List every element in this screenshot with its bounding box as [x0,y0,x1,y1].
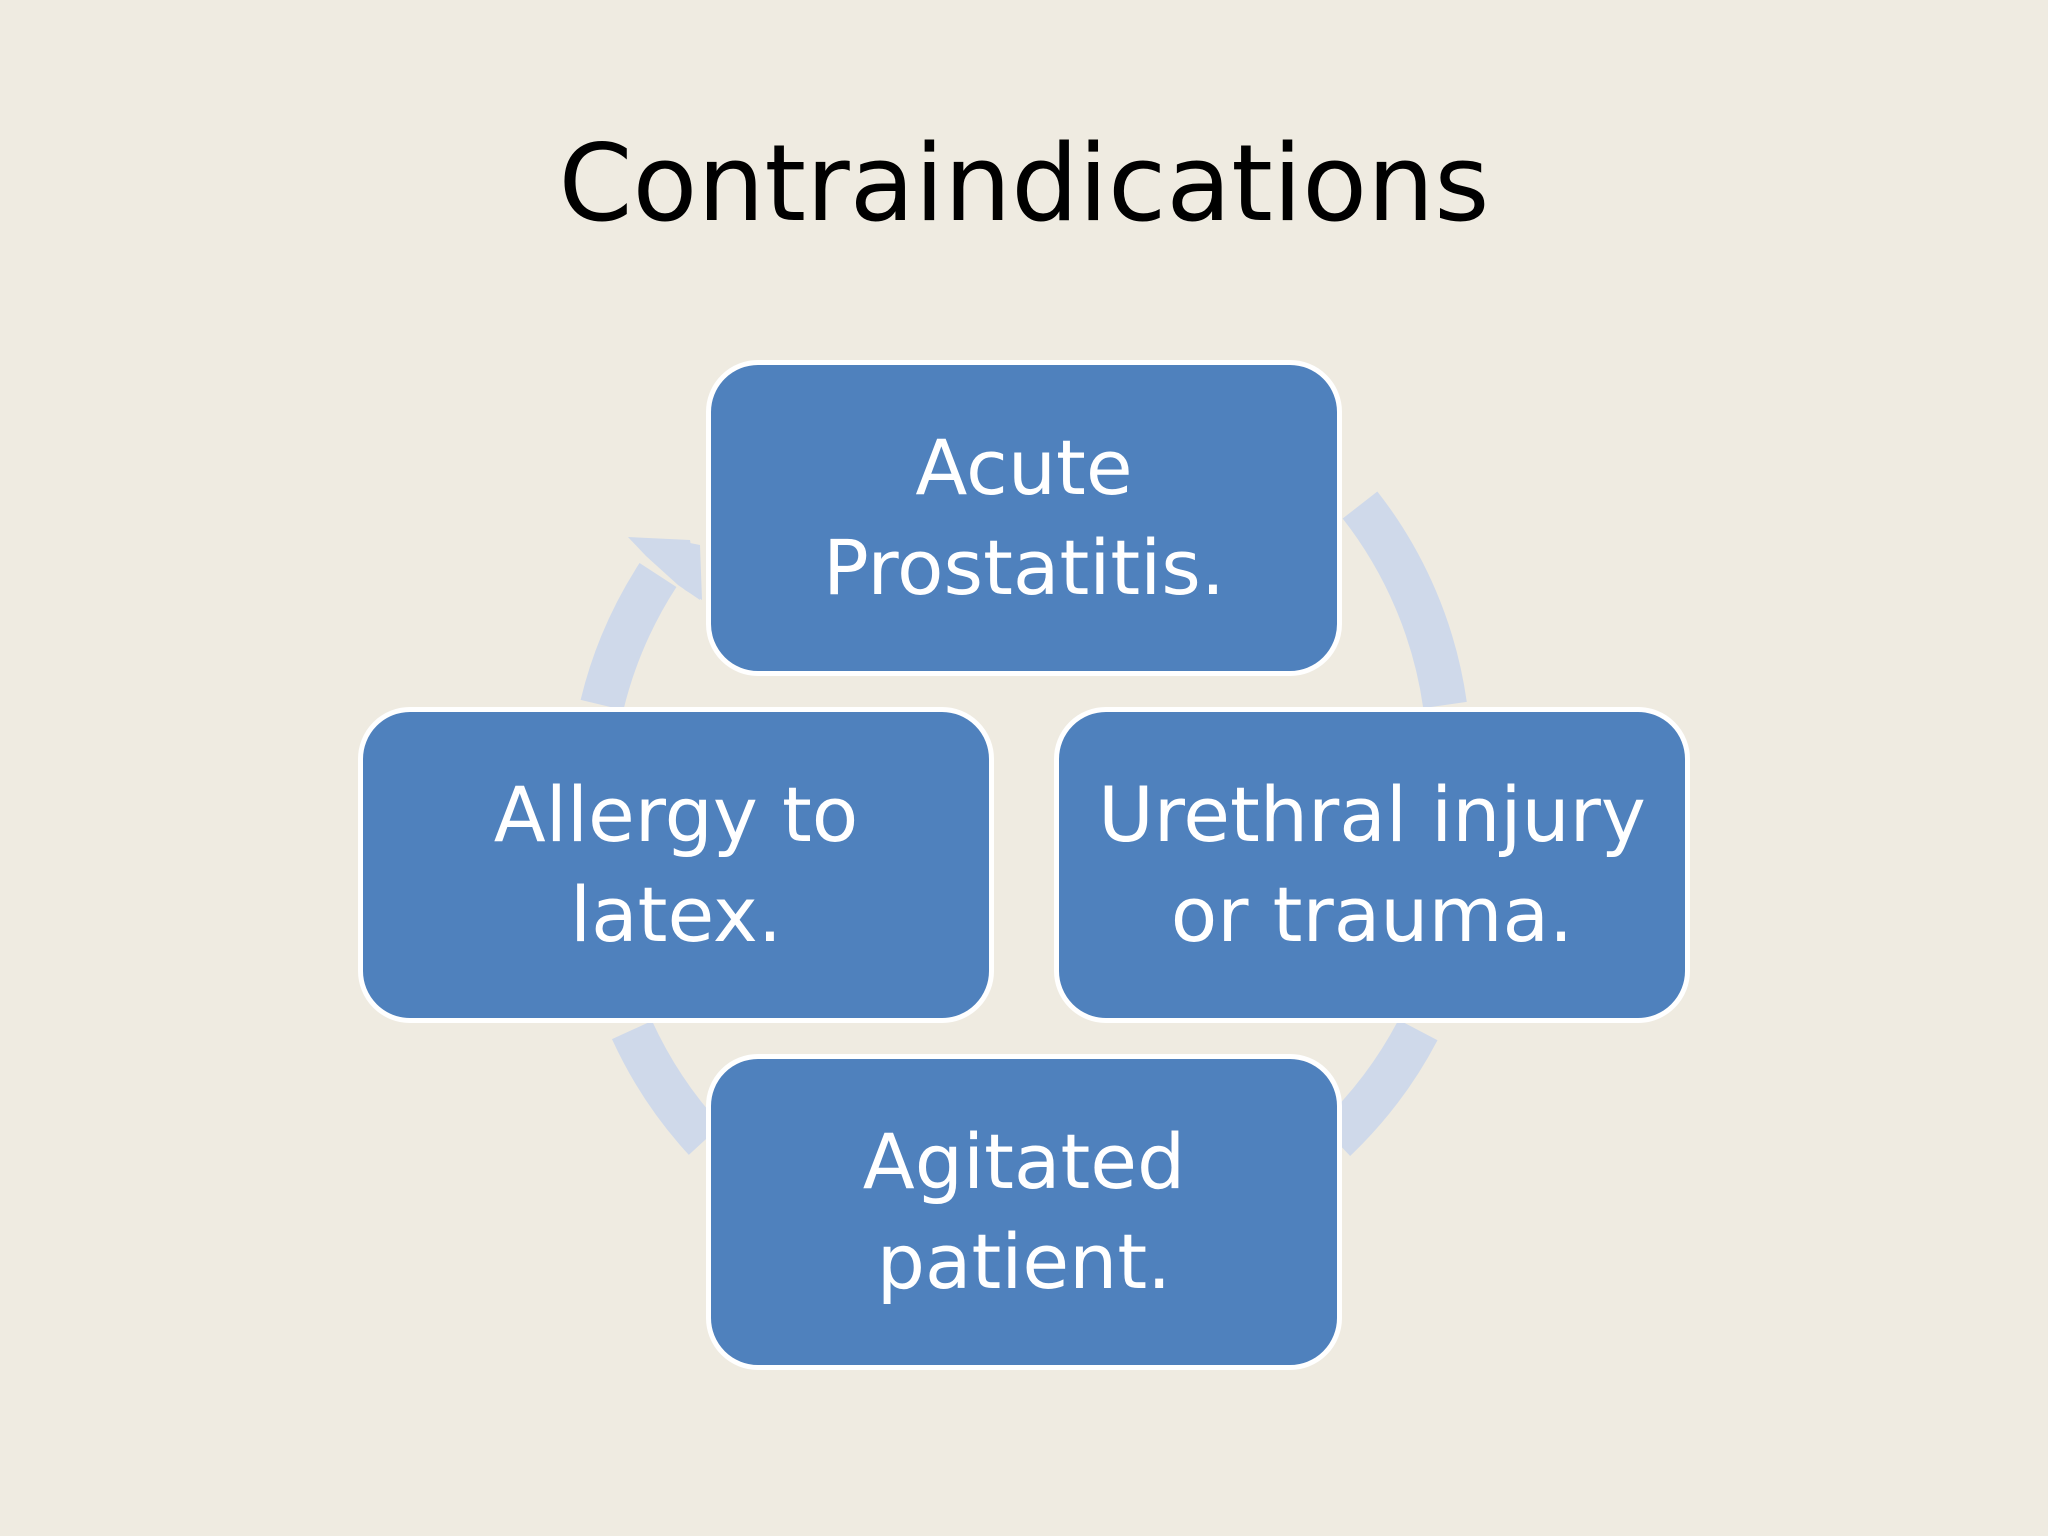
node-label: Urethral injury or trauma. [1098,770,1646,959]
cycle-node-agitated-patient: Agitated patient. [706,1054,1342,1370]
node-label: Agitated patient. [862,1117,1186,1306]
slide-title: Contraindications [558,122,1490,245]
cycle-arc-top-right [1342,491,1467,709]
node-label: Acute Prostatitis. [822,423,1226,612]
node-label: Allergy to latex. [493,770,859,959]
cycle-arc-top-left [580,563,677,711]
cycle-arrowhead [630,538,702,600]
cycle-node-acute-prostatitis: Acute Prostatitis. [706,360,1342,676]
cycle-arc-bottom-left [611,1020,722,1155]
cycle-arrowhead-tip [628,537,700,600]
cycle-node-urethral-injury: Urethral injury or trauma. [1054,707,1690,1023]
cycle-node-latex-allergy: Allergy to latex. [358,707,994,1023]
cycle-arc-bottom-right [1319,1019,1438,1156]
